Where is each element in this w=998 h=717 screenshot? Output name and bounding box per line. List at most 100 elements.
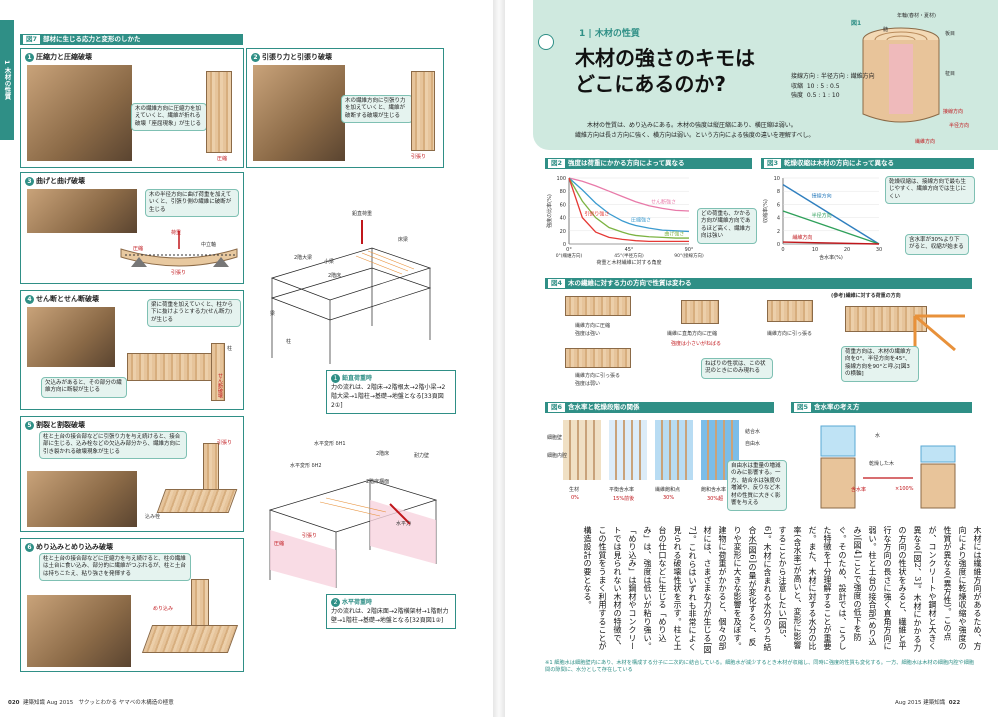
fig6-cell-2 — [655, 420, 693, 480]
series-label: 圧縮強さ — [631, 217, 651, 224]
tension-callout: 木の繊維方向に引張り力を加えていくと、繊維が破断する破壊が生じる — [341, 95, 413, 124]
x-category-label: 0°(繊維方向) — [556, 252, 583, 259]
second-floor-label: 2階床 — [328, 273, 342, 279]
x-tick-label: 10 — [812, 247, 818, 253]
horiz-deform-1-label: 水平変形 δH1 — [314, 441, 346, 447]
fig4-label-5: 繊維に直角方向に圧縮 — [667, 331, 718, 337]
x-tick-label: 45° — [625, 247, 634, 253]
fig2-strength-chart: 0204060801000°45°90°0°(繊維方向)45°(半径方向)90°… — [546, 176, 704, 266]
tension-photo — [253, 65, 345, 161]
lead-line-2: 繊維方向は長さ方向に強く、横方向は弱い。という方向による強度の違いを理解すべし。 — [575, 132, 815, 139]
panel-number: 4 — [25, 295, 34, 304]
fig4-label-6: 強度は小さいがねばる — [671, 341, 722, 347]
fig6-label-bound: 結合水 — [745, 429, 761, 435]
y-tick-label: 0 — [777, 242, 780, 248]
panel-number: 6 — [25, 543, 34, 552]
fig6-stage-pct: 30%超 — [707, 496, 724, 502]
fig3-title: 乾燥収縮は木材の方向によって異なる — [784, 159, 895, 167]
column-label: 柱 — [286, 339, 292, 345]
fig1-label-rings: 年輪(春材・夏材) — [897, 13, 936, 19]
fig5-label-water: 水 — [875, 433, 881, 439]
fig4-block-tension — [565, 348, 631, 368]
series-label: せん断強さ — [651, 199, 676, 206]
series-line — [568, 177, 689, 243]
x-category-label: 45°(半径方向) — [614, 252, 644, 259]
title-line-1: 木材の強さのキモは — [575, 46, 755, 70]
fig2-callout: どの荷重も、かかる方向が繊維方向であるほど高く、繊維方向は強い — [697, 208, 757, 244]
y-tick-label: 80 — [560, 189, 566, 195]
strength-table-head: 接線方向 : 半径方向 : 繊維方向 — [791, 73, 875, 80]
note-text: 力の流れは、2階床面→2階横架材→1階耐力壁→1階柱→基礎→地盤となる[32頁図… — [331, 608, 449, 624]
horiz-deform-2-label: 水平変形 δH2 — [290, 463, 322, 469]
fig6-stage-name: 平衡含水率 — [609, 487, 635, 493]
series-label: 半径方向 — [812, 212, 832, 219]
bending-photo — [27, 189, 137, 233]
series-line — [568, 177, 689, 239]
fig4-label-1: 繊維方向に圧縮 — [575, 323, 611, 329]
fig1-label-tangential: 接線方向 — [943, 109, 964, 115]
series-line — [782, 241, 880, 245]
bending-tension-label: 引張り — [171, 270, 187, 276]
fig6-stage-pct: 30% — [663, 495, 675, 501]
series-line — [782, 210, 880, 245]
floor-diaphragm-label: 2階床構面 — [366, 479, 390, 485]
embedment-label: めり込み — [153, 606, 174, 612]
fig6-label-free: 自由水 — [745, 441, 761, 447]
beam-label: 梁 — [270, 311, 276, 317]
x-tick-label: 90° — [685, 247, 694, 253]
fig1-tag: 図1 — [851, 20, 862, 27]
strength-row-shrink: 収縮 10 : 5 : 0.5 — [791, 82, 840, 90]
x-tick-label: 30 — [876, 247, 882, 253]
panel-title: 引張り力と引張り破壊 — [262, 53, 332, 61]
y-tick-label: 4 — [777, 216, 780, 222]
fig4-block-4 — [767, 300, 813, 322]
y-tick-label: 20 — [560, 229, 566, 235]
y-axis-label: 強度の比率(%) — [546, 194, 553, 228]
fig6-cell-1 — [609, 420, 647, 480]
embedment-callout: 柱と土台の接合部などに圧縮力を与え続けると、柱の繊維は土台に食い込み、部分的に繊… — [39, 553, 191, 582]
fig1-label-edge-grain: 柾目 — [945, 71, 956, 77]
splitting-column — [203, 443, 219, 495]
left-series-title: サクッとわかる ヤマベの木構造の極意 — [78, 700, 174, 706]
fig1-label-pith: 髄 — [883, 27, 889, 33]
y-tick-label: 8 — [777, 189, 780, 195]
fig6-title: 含水率と乾燥段階の関係 — [568, 403, 640, 411]
series-line — [568, 177, 690, 212]
fig4-label-2: 強度は強い — [575, 331, 601, 337]
page-gutter — [493, 0, 505, 717]
y-tick-label: 60 — [560, 202, 566, 208]
fig1-log-diagram — [862, 27, 940, 123]
series-line — [568, 177, 690, 233]
series-line — [782, 184, 880, 245]
vertical-load-frame-diagram — [270, 220, 432, 364]
fig5-title: 含水率の考え方 — [814, 403, 860, 411]
horizontal-load-frame-diagram — [268, 479, 438, 588]
note-head: 鉛直荷重時 — [342, 375, 373, 382]
footnote: ※1 細胞水は細胞壁内にあり、木材を構成する分子に二次的に結合している。細胞水が… — [545, 660, 975, 674]
splitting-photo — [27, 471, 137, 527]
body-text: 木材には繊維方向があるため、方向により強度に乾燥収縮や強度の性質が異なる(異方性… — [583, 526, 982, 654]
x-category-label: 90°(接線方向) — [674, 252, 704, 259]
right-magazine: Aug 2015 建築知識 — [895, 700, 946, 706]
title-line-2: どこにあるのか? — [575, 72, 727, 96]
shear-column-label: 柱 — [227, 346, 233, 352]
fig5-label-dry: 乾燥した木 — [869, 461, 895, 467]
fig4-ref-block — [845, 306, 927, 332]
fig2-title: 強度は荷重にかかる方向によって異なる — [568, 159, 685, 167]
lead-line-1: 木材の性質は、めり込みにある。木材の強度は縦圧縮にあり、横圧縮は弱い。 — [587, 122, 797, 129]
embedment-sill — [141, 625, 239, 653]
fig3-callout: 乾燥収縮は、接線方向で最も生じやすく、繊維方向では生じにくい — [885, 176, 975, 205]
series-label: 繊維方向 — [792, 234, 812, 241]
fig6-stage-name: 繊維飽和点 — [655, 487, 681, 493]
horiz-compression-label: 圧縮 — [274, 541, 285, 547]
fig4-label-3: 繊維方向に引っ張る — [575, 373, 621, 379]
section-label: 1 | 木材の性質 — [579, 29, 640, 39]
vertical-load-label: 鉛直荷重 — [352, 211, 373, 217]
left-page-number: 020 — [8, 700, 20, 706]
